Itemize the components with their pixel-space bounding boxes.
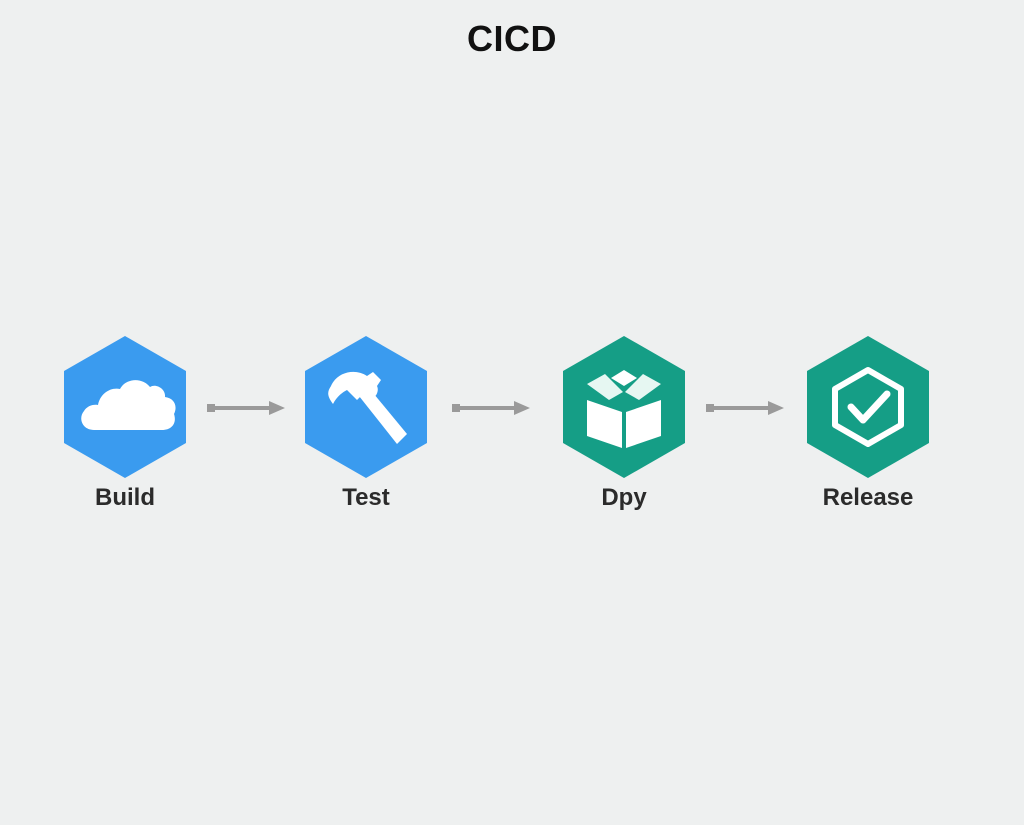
stage-label-release: Release — [822, 484, 914, 511]
stage-release: Release — [778, 334, 958, 512]
arrow-test-to-deploy — [452, 401, 530, 415]
stage-build: Build — [35, 334, 215, 512]
hammer-icon — [328, 371, 407, 444]
arrow-build-to-test — [207, 401, 285, 415]
stage-test: Test — [276, 334, 456, 512]
arrow-deploy-to-release — [706, 401, 784, 415]
hexagon-test — [305, 336, 427, 478]
stage-label-deploy: Dpy — [601, 484, 647, 511]
stage-deploy: Dpy — [534, 334, 714, 512]
cloud-icon — [81, 380, 176, 430]
stage-label-test: Test — [342, 484, 390, 511]
box-icon — [587, 370, 661, 448]
diagram-title: CICD — [467, 18, 557, 59]
stage-label-build: Build — [95, 484, 155, 511]
hexagon-release — [807, 336, 929, 478]
hexagon-deploy — [563, 336, 685, 478]
hexagon-build — [64, 336, 186, 478]
check-shield-icon — [832, 367, 904, 447]
